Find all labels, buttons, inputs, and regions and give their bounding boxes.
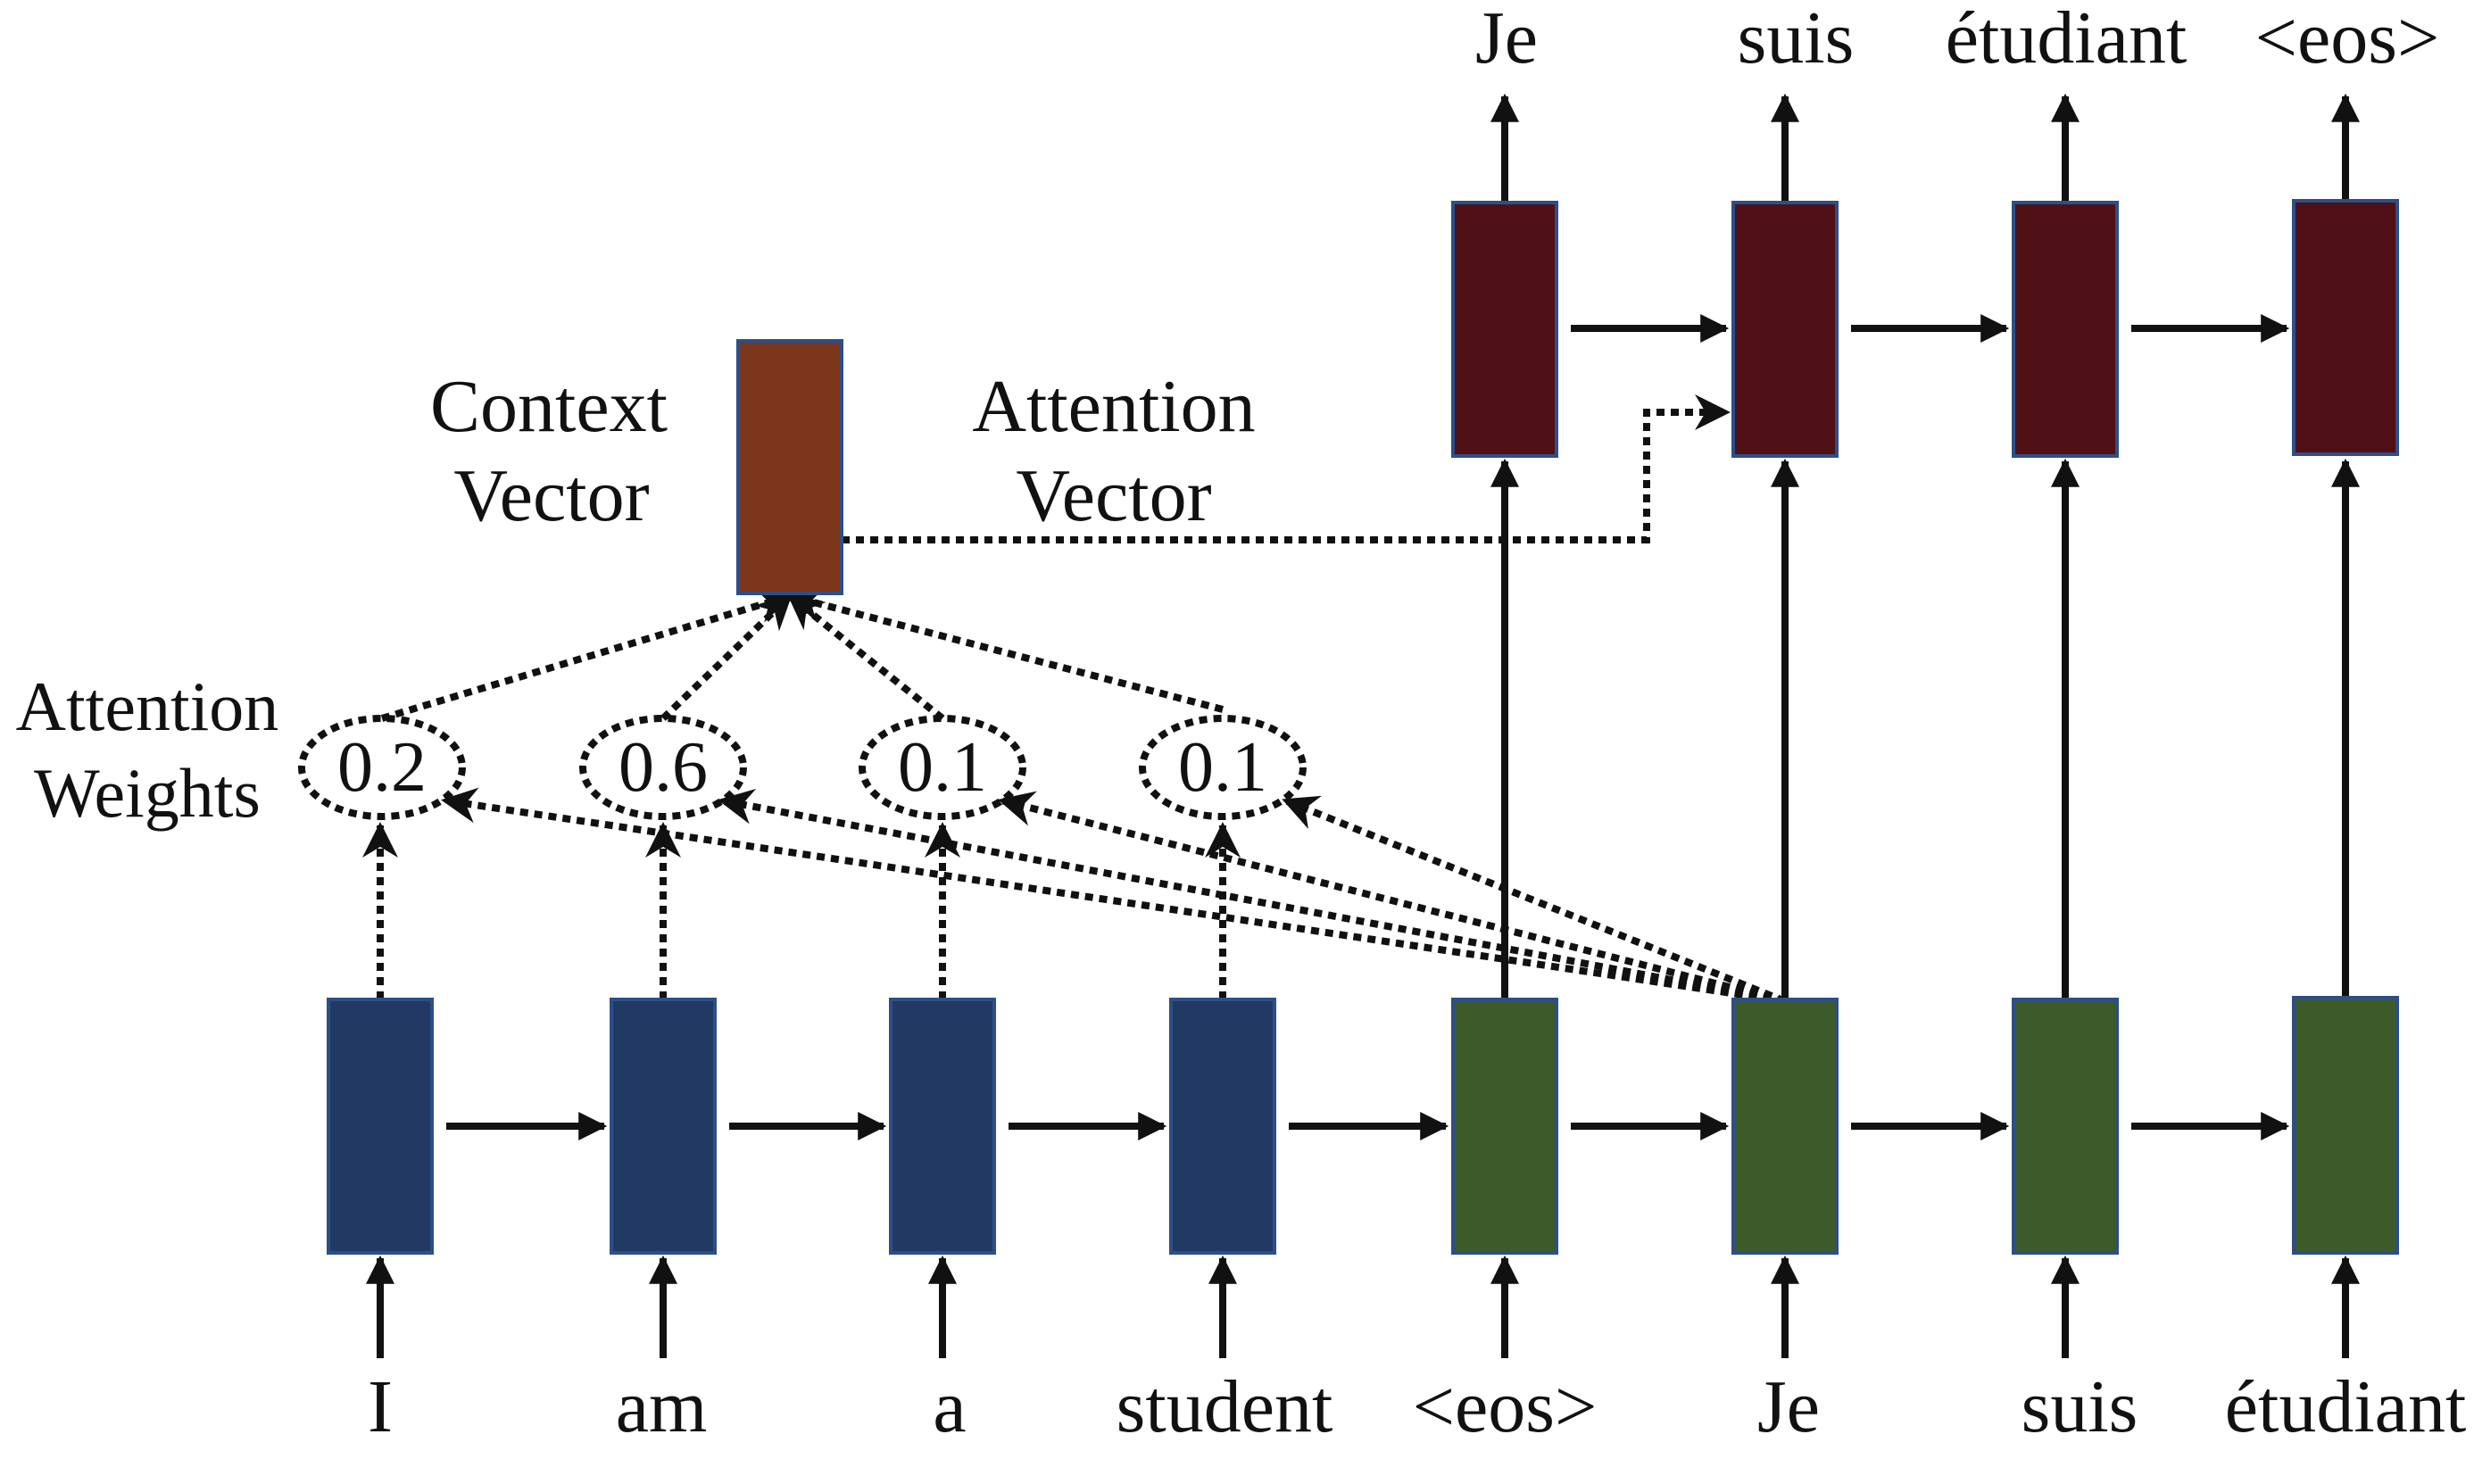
decoder-input-word-1: <eos> [1413, 1365, 1598, 1448]
attention-weight-ellipse-4 [1139, 715, 1307, 820]
context-vector-cell [736, 339, 843, 595]
attention-weight-value-3: 0.1 [898, 728, 987, 807]
decoder-upper-cell-4 [2292, 199, 2399, 456]
attention-weight-value-1: 0.2 [337, 728, 427, 807]
context-vector-label-line2: Vector [453, 454, 649, 537]
decoder-input-word-4: étudiant [2225, 1365, 2467, 1448]
weight-to-context-arrow-2 [660, 593, 793, 721]
query-to-weight-arrow-4 [1282, 795, 1787, 1005]
attention-weight-value-2: 0.6 [618, 728, 708, 807]
attention-weights-label-line2: Weights [34, 754, 261, 832]
decoder-output-word-4: <eos> [2255, 0, 2440, 79]
encoder-word-3: a [933, 1365, 966, 1448]
decoder-upper-cell-2 [1731, 201, 1839, 458]
attention-vector-label-line2: Vector [1016, 454, 1211, 537]
attention-weight-ellipse-2 [579, 715, 747, 820]
attention-weights-label-line1: Attention [16, 667, 279, 745]
connectors [362, 93, 2360, 1358]
decoder-output-word-1: Je [1475, 0, 1538, 79]
encoder-word-4: student [1117, 1365, 1333, 1448]
decoder-output-word-3: étudiant [1946, 0, 2188, 79]
decoder-lower-cell-3 [2012, 998, 2119, 1255]
context-vector-label-line1: Context [430, 365, 668, 448]
attention-weight-ellipse-3 [859, 715, 1026, 820]
encoder-cell-4 [1169, 998, 1276, 1255]
encoder-cell-1 [327, 998, 434, 1255]
attention-vector-label-line1: Attention [972, 365, 1255, 448]
attention-weight-value-4: 0.1 [1178, 728, 1267, 807]
decoder-input-word-3: suis [2022, 1365, 2138, 1448]
weight-to-context-arrow-3 [786, 593, 945, 722]
decoder-lower-cell-4 [2292, 996, 2399, 1255]
context-to-decoder-arrow [842, 394, 1731, 543]
decoder-upper-cell-1 [1451, 201, 1558, 458]
decoder-output-word-2: suis [1738, 0, 1855, 79]
encoder-word-1: I [368, 1365, 393, 1448]
encoder-word-2: am [616, 1365, 708, 1448]
decoder-lower-cell-2 [1731, 998, 1839, 1255]
decoder-input-word-2: Je [1757, 1365, 1820, 1448]
decoder-upper-cell-3 [2012, 201, 2119, 458]
encoder-cell-2 [610, 998, 717, 1255]
weight-to-context-arrow-4 [786, 586, 1225, 713]
query-to-weight-arrow-1 [441, 787, 1786, 1005]
attention-weight-ellipse-1 [298, 715, 466, 820]
query-to-weight-arrow-2 [718, 789, 1786, 1005]
encoder-cell-3 [889, 998, 996, 1255]
query-to-weight-arrow-3 [998, 791, 1786, 1005]
decoder-lower-cell-1 [1451, 998, 1558, 1255]
